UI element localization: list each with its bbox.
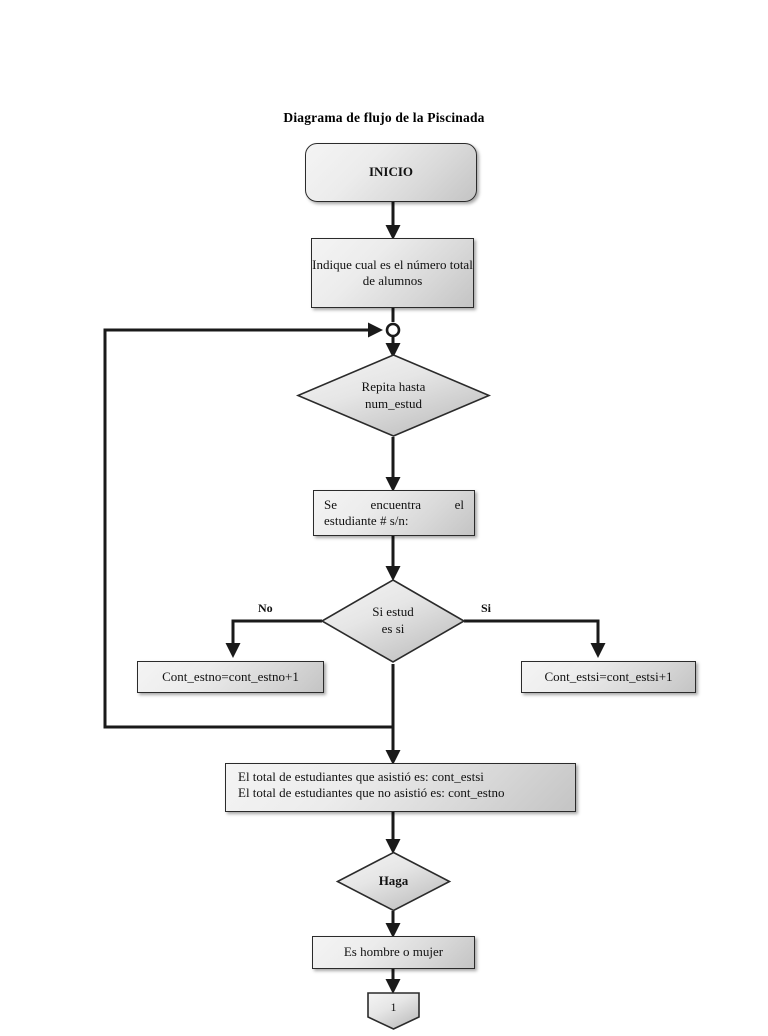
merge-junction [385, 322, 401, 338]
haga-text: Haga [378, 873, 409, 889]
node-loop-decision-label: Repita hasta num_estud [296, 353, 491, 438]
is-present-line2: es si [381, 621, 405, 636]
node-haga[interactable]: Haga [335, 851, 452, 912]
node-count-absent-label: Cont_estno=cont_estno+1 [162, 668, 299, 684]
node-gender[interactable]: Es hombre o mujer [312, 936, 475, 969]
edge-no-branch [225, 619, 322, 658]
loop-decision-line2: num_estud [364, 395, 423, 411]
node-input-total[interactable]: Indique cual es el número total de alumn… [311, 238, 474, 308]
node-count-present-label: Cont_estsi=cont_estsi+1 [544, 668, 673, 684]
edge-label-si: Si [481, 601, 492, 615]
node-count-present[interactable]: Cont_estsi=cont_estsi+1 [521, 661, 696, 693]
node-offpage-connector[interactable]: 1 [366, 991, 421, 1031]
node-haga-label: Haga [336, 851, 451, 912]
node-gender-label: Es hombre o mujer [343, 944, 444, 960]
node-find-student[interactable]: Se encuentra el estudiante # s/n: [313, 490, 475, 536]
node-find-student-line1: Se encuentra el [324, 497, 464, 512]
node-is-present-decision[interactable]: Si estud es si [320, 578, 466, 664]
offpage-connector-label: 1 [390, 999, 397, 1014]
edge-si-branch [464, 619, 606, 658]
node-totals-line1: El total de estudiantes que asistió es: … [238, 769, 484, 784]
node-loop-decision[interactable]: Repita hasta num_estud [295, 353, 492, 438]
loop-decision-line1: Repita hasta [361, 378, 426, 394]
node-totals-line2: El total de estudiantes que no asistió e… [238, 785, 505, 801]
edge-label-no: No [258, 601, 273, 615]
node-inicio[interactable]: INICIO [305, 143, 477, 202]
node-find-student-line2: estudiante # s/n: [324, 513, 409, 529]
page-title: Diagrama de flujo de la Piscinada [283, 110, 485, 125]
node-inicio-label: INICIO [368, 164, 414, 180]
node-count-absent[interactable]: Cont_estno=cont_estno+1 [137, 661, 324, 693]
node-input-total-label: Indique cual es el número total de alumn… [312, 256, 473, 288]
is-present-line1: Si estud [372, 604, 414, 620]
node-totals-output[interactable]: El total de estudiantes que asistió es: … [225, 763, 576, 812]
node-is-present-label: Si estud es si [320, 578, 466, 664]
